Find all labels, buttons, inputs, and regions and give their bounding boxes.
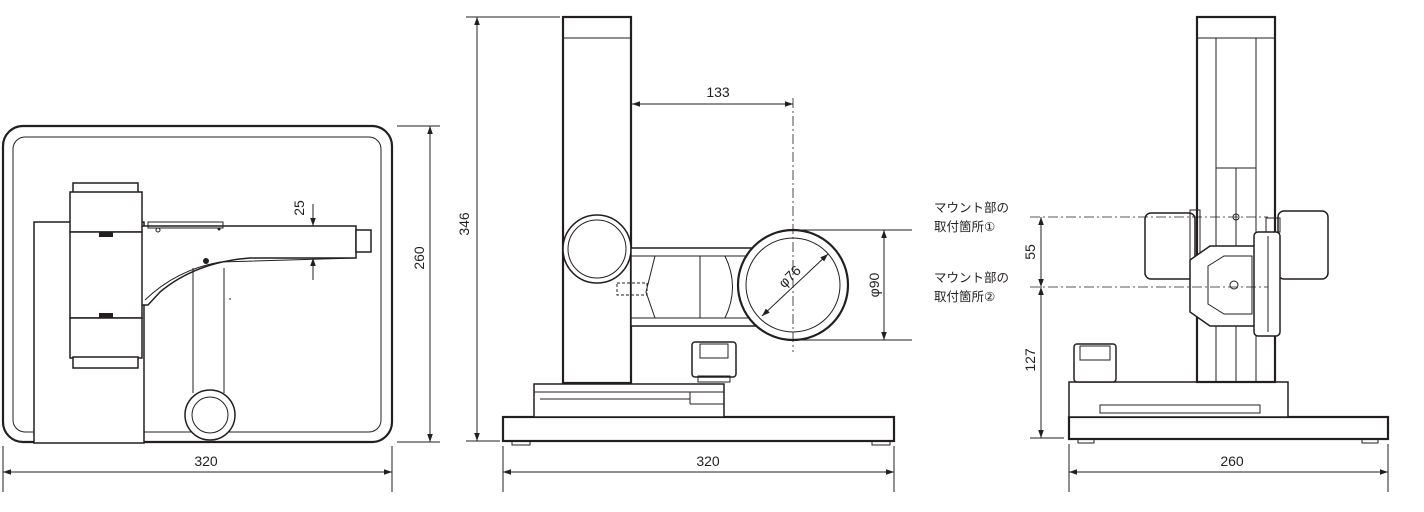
note-mount-1-line-1: マウント部の — [934, 200, 1009, 215]
top-scope-lower-cap — [72, 356, 139, 369]
front-base-knob — [1073, 343, 1117, 383]
dim-side-reach: 133 — [706, 84, 730, 100]
dim-front-width: 260 — [1220, 453, 1244, 469]
top-scope-body — [69, 231, 143, 319]
dim-front-pitch: 55 — [1022, 244, 1038, 260]
top-focus-knob-inner — [191, 396, 229, 434]
dim-top-width: 320 — [194, 453, 218, 469]
front-focus-knob — [1253, 231, 1281, 337]
front-base — [1067, 415, 1390, 441]
top-arm-knob — [355, 229, 372, 253]
side-base — [501, 415, 896, 443]
note-mount-2-line-1: マウント部の — [934, 270, 1009, 285]
dim-side-outer-dia: φ90 — [866, 272, 882, 297]
dim-top-depth: 260 — [411, 246, 427, 270]
side-column — [561, 15, 633, 385]
side-base-knob — [691, 341, 737, 378]
dim-side-height: 346 — [456, 212, 472, 236]
dim-top-offset: 25 — [291, 200, 307, 216]
top-view: 25 260 320 — [1, 124, 440, 492]
dim-side-width: 320 — [696, 453, 720, 469]
front-right-cylinder — [1277, 210, 1329, 280]
top-arm — [139, 225, 357, 306]
top-scope-upper — [69, 191, 143, 233]
top-scope-lower — [69, 317, 143, 359]
side-stage-block — [533, 383, 725, 418]
side-focus-knob-inner — [567, 219, 627, 279]
front-stage-block — [1068, 381, 1289, 418]
side-view: φ76 φ90 133 346 320 — [456, 15, 912, 492]
side-focus-knob-outer — [562, 214, 632, 284]
dim-front-lower: 127 — [1022, 348, 1038, 372]
note-mount-1-line-2: 取付箇所① — [934, 219, 995, 234]
note-mount-2-line-2: 取付箇所② — [934, 289, 995, 304]
front-left-cylinder — [1144, 212, 1196, 280]
front-view: 55 127 260 マウント部の 取付箇所① マウント部の 取付箇所② — [934, 15, 1390, 492]
